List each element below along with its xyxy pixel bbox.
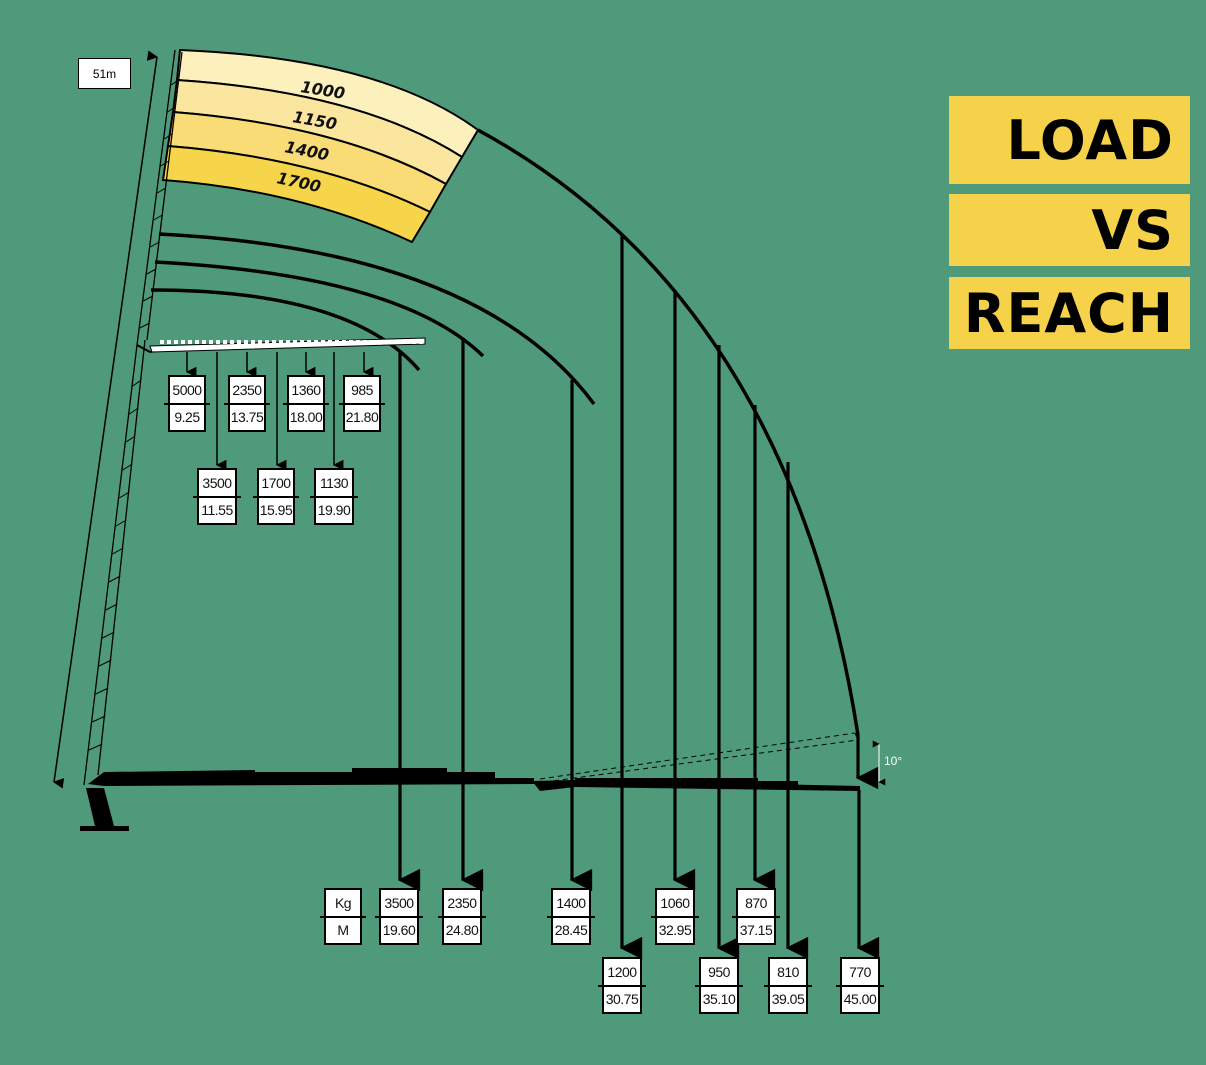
load-kg: 810	[777, 963, 799, 980]
load-kg: 1130	[319, 474, 349, 491]
band-1700	[161, 144, 432, 244]
crane-base	[80, 768, 860, 831]
load-kg: 2350	[447, 894, 477, 911]
lower-load-box: 1200 30.75	[598, 957, 646, 1014]
title-reach: REACH	[949, 277, 1190, 349]
outer-reach-arc	[477, 128, 860, 736]
load-kg: 1360	[291, 381, 321, 398]
reach-m: 35.10	[702, 991, 736, 1008]
lower-load-box: 1400 28.45	[547, 888, 595, 945]
upper-load-box: 3500 11.55	[193, 468, 241, 525]
reach-m: 13.75	[230, 409, 264, 426]
load-kg: 870	[745, 894, 767, 911]
lower-load-box: 810 39.05	[764, 957, 812, 1014]
load-kg: 1060	[660, 894, 690, 911]
lower-load-box: 3500 19.60	[375, 888, 423, 945]
lower-load-box: 1060 32.95	[651, 888, 699, 945]
upper-load-box: 985 21.80	[339, 375, 385, 432]
reach-arc-2	[154, 260, 485, 358]
legend-box: Kg M	[320, 888, 366, 945]
reach-m: 19.90	[317, 502, 351, 519]
upper-load-box: 1130 19.90	[310, 468, 358, 525]
tilt-angle-label: 10°	[884, 754, 903, 768]
reach-m: 21.80	[345, 409, 379, 426]
load-kg: 1200	[607, 963, 637, 980]
lower-load-box: 870 37.15	[732, 888, 780, 945]
reach-m: 15.95	[259, 502, 293, 519]
reach-m: 18.00	[289, 409, 323, 426]
lower-load-box: 770 45.00	[836, 957, 884, 1014]
reach-arc-3	[150, 288, 421, 372]
load-bands: 1000 1150 1400 1700	[161, 48, 480, 244]
max-height-label: 51m	[78, 58, 131, 89]
legend-kg: Kg	[334, 894, 352, 911]
reach-m: 30.75	[605, 991, 639, 1008]
drop-lines	[185, 235, 880, 960]
upper-load-box: 1360 18.00	[283, 375, 329, 432]
load-kg: 985	[351, 381, 373, 398]
reach-m: 28.45	[554, 922, 588, 939]
title-vs: VS	[949, 194, 1190, 266]
tilt-indicator	[539, 732, 859, 783]
legend-m: M	[337, 922, 349, 939]
load-kg: 3500	[202, 474, 232, 491]
lower-load-box: 2350 24.80	[438, 888, 486, 945]
load-kg: 2350	[232, 381, 262, 398]
upper-load-box: 1700 15.95	[253, 468, 299, 525]
reach-m: 11.55	[201, 502, 233, 519]
height-arrow	[52, 50, 159, 789]
reach-m: 19.60	[382, 922, 416, 939]
reach-m: 9.25	[174, 409, 200, 426]
lower-load-box: 950 35.10	[695, 957, 743, 1014]
load-kg: 1400	[556, 894, 586, 911]
reach-m: 37.15	[739, 922, 773, 939]
load-kg: 5000	[172, 381, 202, 398]
load-kg: 3500	[384, 894, 414, 911]
load-kg: 1700	[261, 474, 291, 491]
load-kg: 950	[708, 963, 730, 980]
reach-arc-1	[158, 232, 596, 406]
reach-m: 45.00	[843, 991, 877, 1008]
title-load: LOAD	[949, 96, 1190, 184]
reach-m: 39.05	[771, 991, 805, 1008]
reach-m: 32.95	[658, 922, 692, 939]
upper-load-box: 2350 13.75	[224, 375, 270, 432]
reach-m: 24.80	[445, 922, 479, 939]
upper-load-box: 5000 9.25	[164, 375, 210, 432]
load-kg: 770	[849, 963, 871, 980]
